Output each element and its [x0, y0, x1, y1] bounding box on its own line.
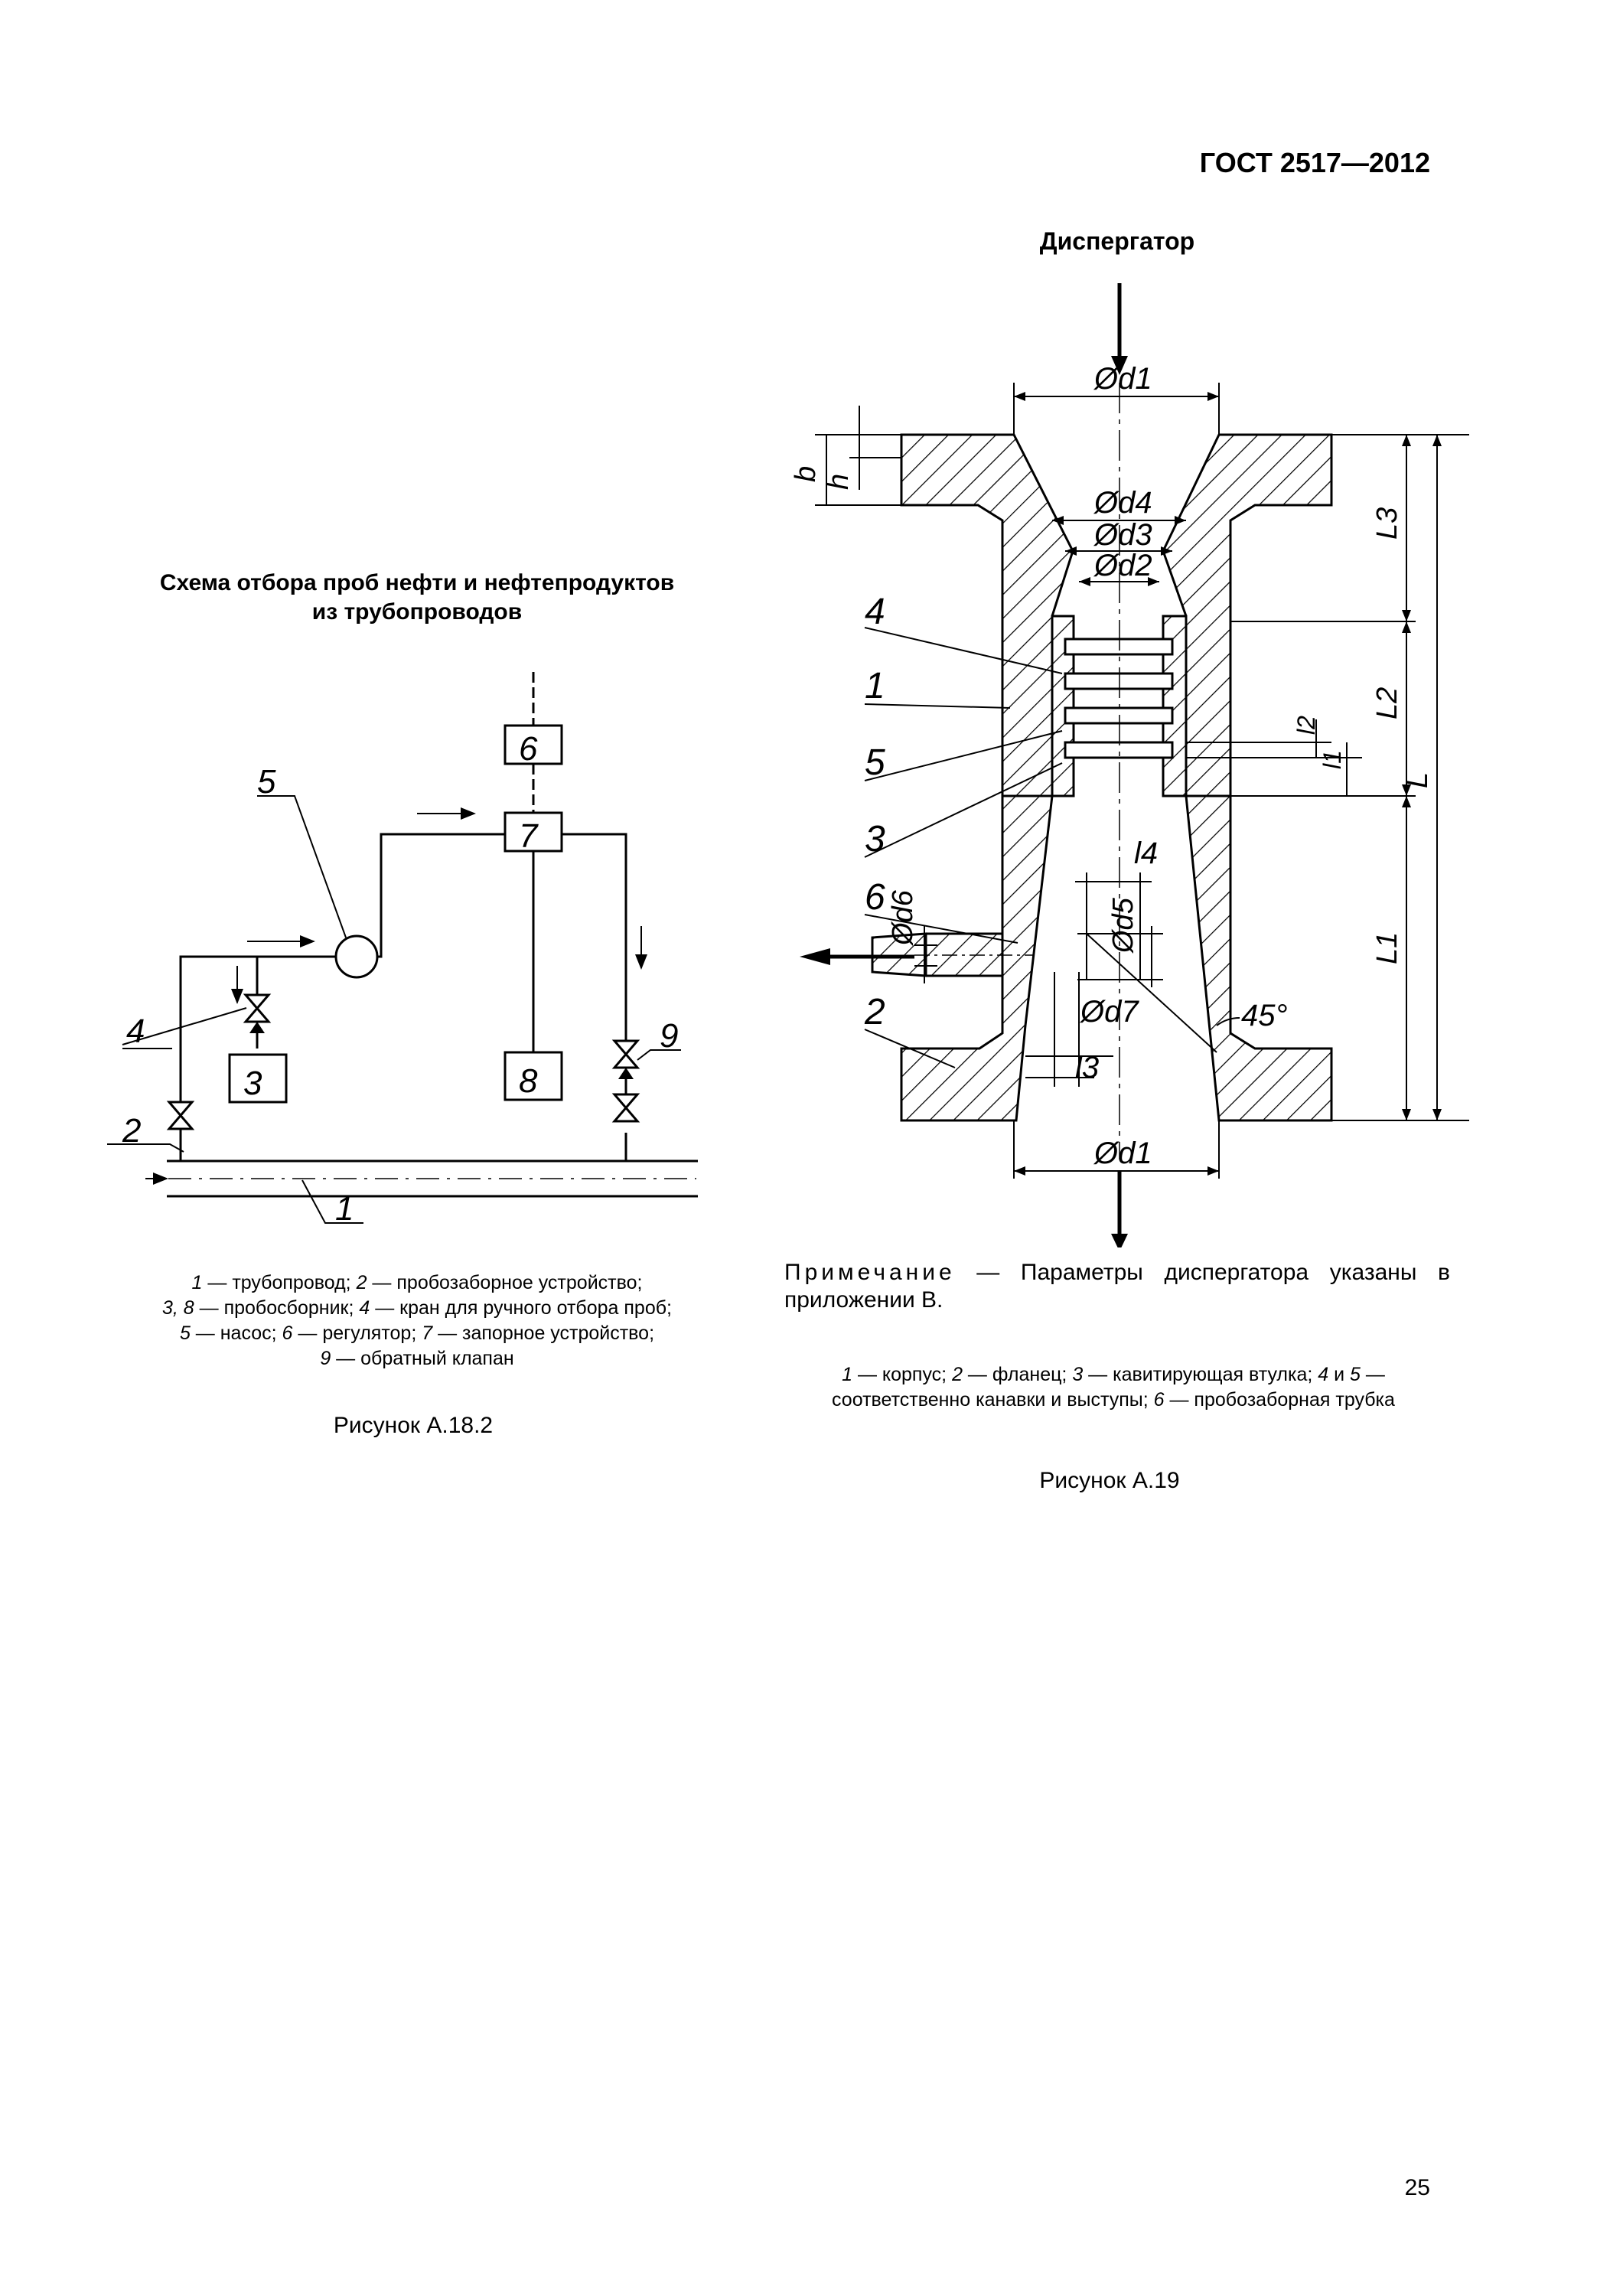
dim-d7: Ød7 [1079, 995, 1139, 1029]
right-figure-caption: Рисунок А.19 [1039, 1468, 1180, 1493]
left-figure-legend: 1 — трубопровод; 2 — пробозаборное устро… [161, 1272, 672, 1369]
dim-d2: Ød2 [1093, 549, 1152, 582]
left-title-line1: Схема отбора проб нефти и нефтепродуктов [159, 570, 675, 595]
label-2: 2 [122, 1112, 141, 1150]
dim-d5: Ød5 [1107, 897, 1139, 954]
label-6: 6 [519, 730, 538, 768]
label-4: 4 [865, 592, 885, 632]
label-5: 5 [257, 763, 276, 801]
label-2: 2 [864, 992, 885, 1032]
dim-l1: l1 [1318, 750, 1346, 769]
dim-L2: L2 [1371, 687, 1403, 719]
left-title-line2: из трубопроводов [311, 599, 523, 625]
right-figure-title: Диспергатор [1039, 227, 1195, 255]
dim-l2: l2 [1292, 716, 1320, 735]
dim-L: L [1402, 772, 1434, 788]
label-9: 9 [660, 1017, 678, 1055]
dim-d1-bottom: Ød1 [1093, 1137, 1152, 1170]
label-3: 3 [243, 1065, 262, 1102]
label-6: 6 [865, 877, 885, 918]
label-4: 4 [126, 1013, 145, 1050]
label-8: 8 [519, 1062, 538, 1100]
dim-L1: L1 [1371, 932, 1403, 964]
dim-d4: Ød4 [1093, 486, 1152, 520]
sampling-scheme-diagram: 5 6 7 8 3 4 9 2 1 [107, 672, 698, 1228]
left-figure-title: Схема отбора проб нефти и нефтепродуктов… [122, 569, 712, 627]
label-1: 1 [335, 1190, 354, 1228]
standard-header: ГОСТ 2517—2012 [1199, 147, 1430, 178]
label-1: 1 [865, 666, 885, 706]
dim-h: h [823, 474, 855, 490]
label-5: 5 [865, 742, 885, 783]
dim-l4: l4 [1134, 837, 1158, 870]
page-number: 25 [1404, 2175, 1430, 2200]
dim-d6: Ød6 [887, 889, 919, 947]
left-figure-caption: Рисунок А.18.2 [333, 1413, 494, 1438]
dim-d3: Ød3 [1093, 518, 1152, 552]
dim-angle: 45° [1241, 999, 1288, 1032]
disperser-drawing: Ød1 Ød4 Ød3 Ød2 Ød1 Ød7 l3 l4 45° 4 1 5 … [790, 283, 1469, 1247]
dim-l3: l3 [1075, 1051, 1099, 1084]
right-figure-legend: 1 — корпус; 2 — фланец; 3 — кавитирующая… [832, 1364, 1395, 1411]
right-figure-note: Примечание — Параметры диспергатора указ… [784, 1259, 1450, 1314]
note-label: Примечание [784, 1260, 956, 1285]
dim-b: b [790, 466, 822, 482]
label-3: 3 [865, 819, 885, 859]
note-text: — Параметры диспергатора указаны в прило… [784, 1260, 1450, 1313]
dim-L3: L3 [1371, 507, 1403, 540]
dim-d1-top: Ød1 [1093, 362, 1152, 396]
label-7: 7 [519, 817, 539, 855]
